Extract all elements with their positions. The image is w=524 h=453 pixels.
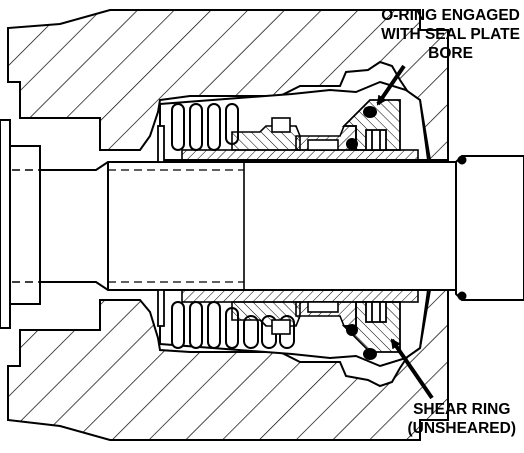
o-ring-lower-outer (363, 348, 377, 360)
shear-ring-leader-arrow (390, 338, 434, 400)
o-ring-upper-inner (346, 138, 358, 150)
left-flange (0, 119, 41, 329)
shaft (12, 161, 461, 291)
shear-ring-callout-line-1: SHEAR RING (413, 401, 511, 418)
rotating-seal-lower (231, 301, 357, 335)
oring-leader-arrow (376, 64, 406, 106)
shear-ring-callout-label: SHEAR RING (UNSHEARED) (408, 400, 517, 438)
pump-housing (7, 9, 449, 441)
seal-seat-upper (341, 99, 401, 151)
oring-callout-line-1: O-RING ENGAGED (381, 7, 520, 24)
leader-arrows (376, 64, 434, 400)
o-ring-upper-outer (363, 106, 377, 118)
shear-ring-callout-line-2: (UNSHEARED) (407, 420, 517, 437)
o-rings (346, 106, 377, 360)
seal-springs-upper (171, 103, 239, 151)
o-ring-lower-inner (346, 324, 358, 336)
shaft-extension (455, 155, 524, 301)
rotating-seal-upper (231, 117, 357, 151)
oring-callout-line-3: BORE (428, 45, 473, 62)
oring-callout-line-2: WITH SEAL PLATE (381, 26, 520, 43)
retainer-plate (157, 125, 165, 327)
oring-callout-label: O-RING ENGAGED WITH SEAL PLATE BORE (381, 6, 520, 63)
